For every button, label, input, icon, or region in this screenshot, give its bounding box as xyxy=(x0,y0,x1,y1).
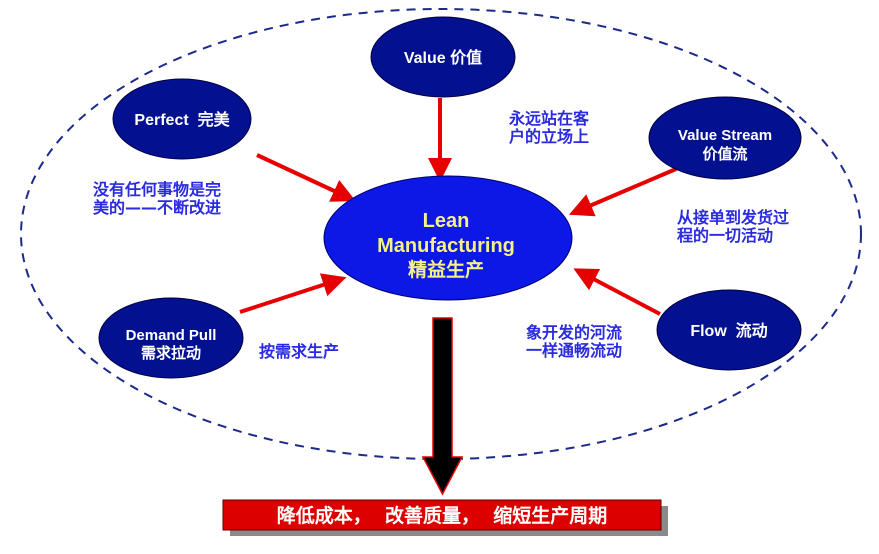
arrow-demandpull-to-center xyxy=(239,273,347,314)
result-banner-text: 降低成本， 改善质量， 缩短生产周期 xyxy=(277,504,607,527)
center-label-line3: 精益生产 xyxy=(408,258,484,281)
note-value-line1: 永远站在客 xyxy=(508,109,590,128)
node-flow xyxy=(656,289,802,371)
node-perfect-label: Perfect 完美 xyxy=(134,110,230,129)
center-label-line2: Manufacturing xyxy=(377,235,515,257)
note-value-line2: 户的立场上 xyxy=(509,127,589,146)
node-value-stream-label-line2: 价值流 xyxy=(702,145,747,163)
node-value xyxy=(370,16,516,98)
node-perfect xyxy=(112,78,252,160)
node-demand-pull-label-line1: Demand Pull xyxy=(126,327,217,344)
arrow-flow-to-center xyxy=(573,268,661,316)
node-demand-pull-label-line2: 需求拉动 xyxy=(141,344,201,362)
note-demand-pull: 按需求生产 xyxy=(259,342,339,361)
result-banner xyxy=(222,499,662,531)
center-node-lean-manufacturing xyxy=(323,175,573,301)
note-flow-line1: 象开发的河流 xyxy=(526,323,622,342)
node-flow-label: Flow 流动 xyxy=(690,321,767,340)
note-value-stream-line2: 程的一切活动 xyxy=(677,226,773,245)
result-down-arrow xyxy=(421,317,464,496)
arrow-valuestream-to-center xyxy=(568,167,677,217)
arrow-perfect-to-center xyxy=(256,153,356,202)
node-value-stream xyxy=(648,96,802,180)
note-perfect-line2: 美的——不断改进 xyxy=(93,198,221,217)
note-perfect-line1: 没有任何事物是完 xyxy=(93,180,221,199)
node-demand-pull xyxy=(98,297,244,379)
node-value-stream-label-line1: Value Stream xyxy=(678,127,772,144)
node-value-label: Value 价值 xyxy=(404,48,482,67)
note-value-stream-line1: 从接单到发货过 xyxy=(677,208,789,227)
note-flow-line2: 一样通畅流动 xyxy=(526,341,622,360)
center-label-line1: Lean xyxy=(423,210,470,232)
